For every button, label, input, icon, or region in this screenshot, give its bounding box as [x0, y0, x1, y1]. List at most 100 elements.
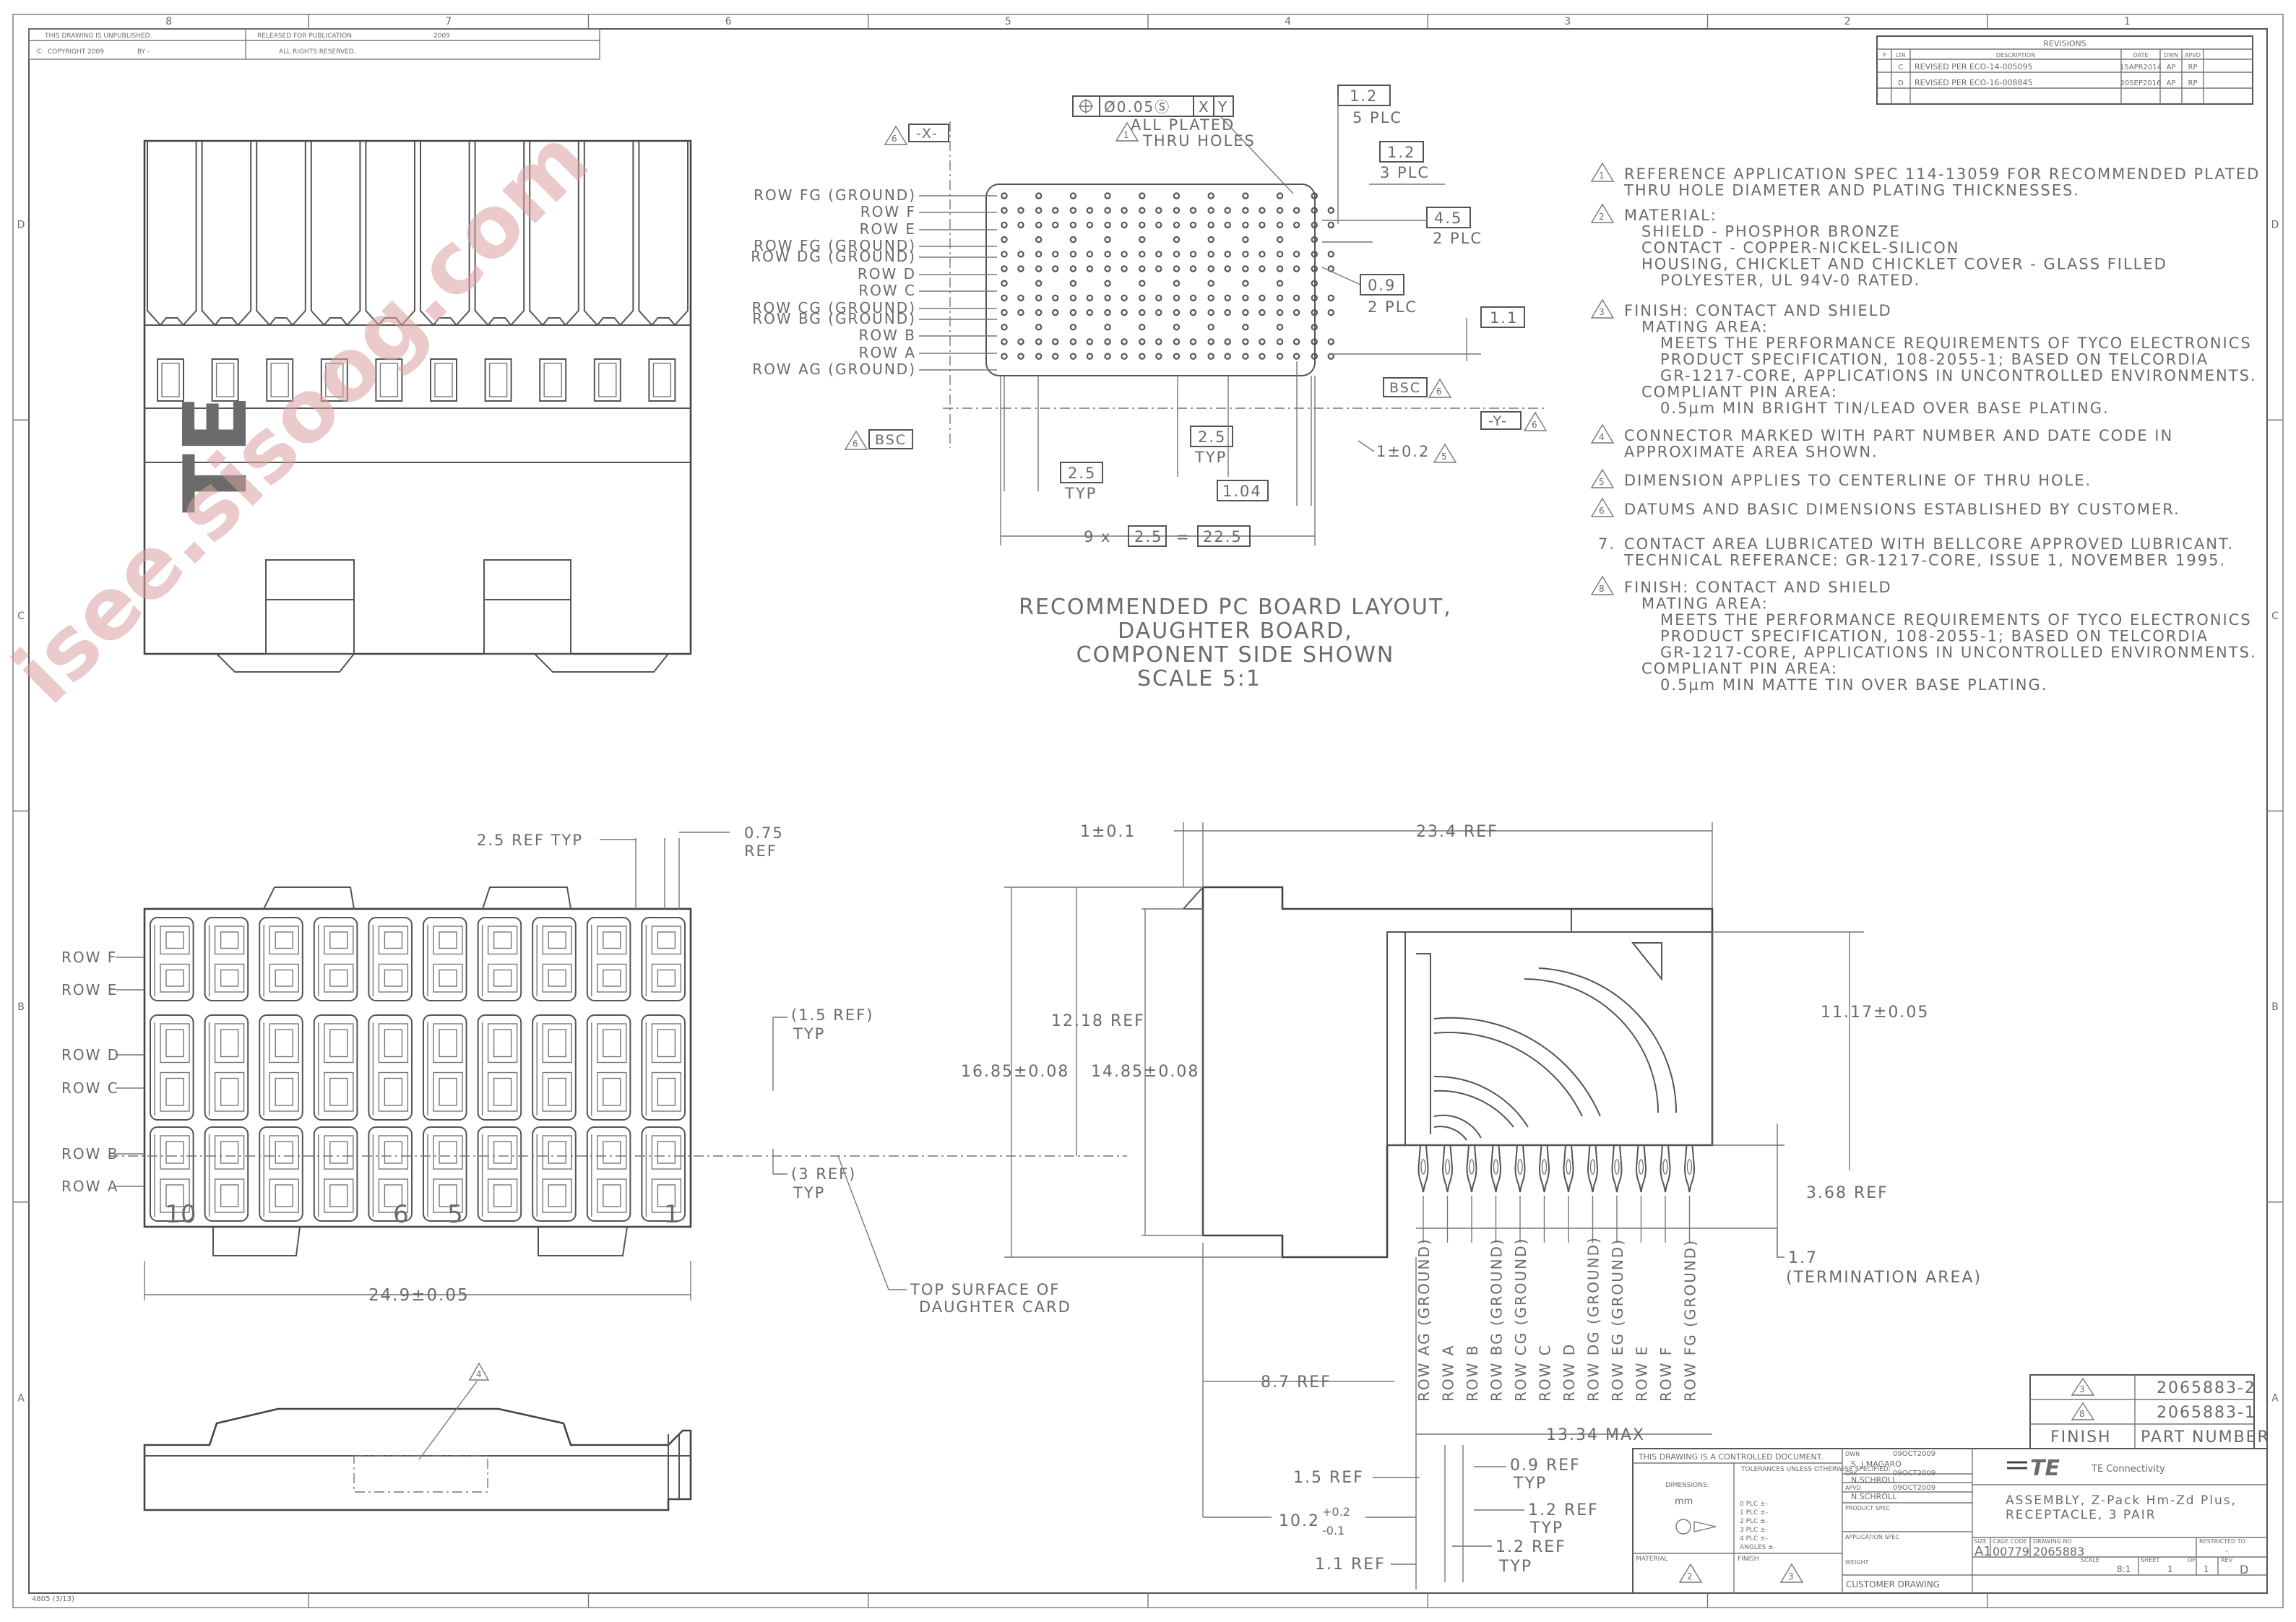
tolerance-item: 4 PLC ±-: [1740, 1535, 1768, 1543]
front-col-label: 6: [393, 1200, 409, 1229]
apvd-label: APVD: [1845, 1485, 1861, 1491]
layout-caption-1: RECOMMENDED PC BOARD LAYOUT,: [1019, 595, 1452, 620]
zone-col-top: 2: [1844, 16, 1851, 27]
dim-pitch-count: 9 x: [1084, 528, 1111, 545]
dim-14-85: 14.85±0.08: [1091, 1063, 1199, 1081]
te-logo: TE: [2007, 1456, 2060, 1481]
dim-1-5-ref: (1.5 REF): [791, 1006, 873, 1024]
revision-cell: D: [1898, 79, 1904, 87]
chk-date: 09OCT2009: [1893, 1470, 1935, 1478]
note-line: 0.5µm MIN MATTE TIN OVER BASE PLATING.: [1660, 676, 2047, 694]
revision-header: DWN: [2164, 52, 2178, 59]
revision-letter: D: [2240, 1563, 2248, 1576]
layout-row-label: ROW F: [860, 203, 916, 220]
te-logo-text: TE: [2030, 1456, 2060, 1481]
pin-row-label: ROW C: [1537, 1344, 1554, 1402]
layout-row-label: ROW BG (GROUND): [752, 310, 916, 327]
dim-2-5-b-typ: TYP: [1194, 449, 1227, 466]
layout-caption-4: SCALE 5:1: [1137, 666, 1261, 691]
te-logo-molded: TE: [166, 394, 267, 513]
cage-label: CAGE CODE: [1993, 1538, 2027, 1545]
pin-row-label: ROW E: [1633, 1345, 1651, 1402]
termination-area: (TERMINATION AREA): [1786, 1269, 1982, 1287]
chk-label: CHK: [1845, 1470, 1858, 1477]
note-line: SHIELD - PHOSPHOR BRONZE: [1641, 223, 1901, 241]
svg-text:6: 6: [853, 439, 858, 449]
top-view: 4: [143, 1362, 692, 1511]
layout-row-label: ROW A: [859, 344, 916, 361]
rights-note: ALL RIGHTS RESERVED.: [279, 48, 356, 56]
pin-row-label: ROW B: [1464, 1345, 1481, 1402]
revision-cell: AP: [2167, 79, 2176, 87]
scale-value: 8:1: [2117, 1564, 2131, 1574]
note-line: APPROXIMATE AREA SHOWN.: [1624, 444, 1878, 461]
layout-dims-right: 1.2 5 PLC 1.2 3 PLC 4.5 2 PLC 0.9 2 PLC …: [1321, 85, 1525, 463]
material-label: MATERIAL: [1636, 1556, 1668, 1563]
note-line: HOUSING, CHICKLET AND CHICKLET COVER - G…: [1641, 256, 2167, 273]
pin-row-label: ROW D: [1561, 1343, 1578, 1402]
dim-0-75: 0.75: [744, 824, 784, 842]
sheet-label: SHEET: [2141, 1557, 2159, 1563]
dwn-label: DWN: [1845, 1451, 1860, 1457]
copyright-by: BY -: [137, 48, 150, 56]
released-year: 2009: [433, 33, 450, 40]
part-number: 2065883-2: [2157, 1379, 2256, 1397]
zone-col-top: 8: [165, 16, 172, 27]
note-line: DATUMS AND BASIC DIMENSIONS ESTABLISHED …: [1624, 501, 2180, 518]
units: mm: [1675, 1496, 1693, 1507]
controlled-note: THIS DRAWING IS A CONTROLLED DOCUMENT.: [1638, 1452, 1824, 1462]
note-flag-1: 1: [1123, 130, 1129, 140]
dim-13-34-max: 13.34 MAX: [1546, 1426, 1645, 1444]
dim-1-2-3plc: 1.2: [1387, 144, 1415, 161]
tolerance-item: 0 PLC ±-: [1740, 1501, 1768, 1508]
layout-caption: RECOMMENDED PC BOARD LAYOUT, DAUGHTER BO…: [1019, 595, 1452, 691]
zone-col-top: 1: [2124, 16, 2131, 27]
revision-cell: REVISED PER ECO-14-005095: [1915, 62, 2033, 72]
dim-1-04: 1.04: [1222, 483, 1262, 500]
compliant-pins: [1417, 1144, 1695, 1243]
note-number: 7.: [1598, 535, 1615, 553]
dim-1-1-ref: 1.1 REF: [1315, 1556, 1386, 1574]
revision-header: LTR: [1896, 52, 1906, 59]
application-spec-label: APPLICATION SPEC: [1845, 1534, 1899, 1540]
revision-cell: AP: [2167, 64, 2176, 72]
layout-row-label: ROW C: [858, 282, 916, 299]
drawing-no-label: DRAWING NO: [2033, 1538, 2072, 1545]
dim-2-5-a-typ: TYP: [1064, 485, 1097, 502]
svg-text:5: 5: [1441, 452, 1447, 462]
revision-header: P: [1883, 52, 1886, 59]
layout-row-label: ROW E: [860, 220, 916, 238]
dim-2-5-b: 2.5: [1198, 428, 1226, 446]
revision-cell: REVISED PER ECO-16-008845: [1915, 78, 2033, 87]
pin-row-label: ROW A: [1440, 1345, 1457, 1402]
note-line: CONNECTOR MARKED WITH PART NUMBER AND DA…: [1624, 427, 2173, 444]
bsc-box-left: 6 BSC: [844, 429, 913, 450]
front-row-label: ROW A: [61, 1178, 118, 1195]
note-number: 8: [1599, 584, 1605, 594]
surface-note-1: TOP SURFACE OF: [910, 1281, 1060, 1298]
revision-cell: RP: [2188, 64, 2198, 72]
copyright-note: Ⓒ: [36, 48, 43, 56]
dim-0-9-ref: 0.9 REF: [1510, 1457, 1581, 1475]
svg-text:6: 6: [1532, 420, 1537, 430]
pin-row-label: ROW DG (GROUND): [1585, 1236, 1602, 1402]
note-line: THRU HOLE DIAMETER AND PLATING THICKNESS…: [1623, 182, 2080, 199]
layout-row-label: ROW FG (GROUND): [754, 186, 916, 204]
note-line: MATING AREA:: [1641, 595, 1769, 613]
dim-2-5-a: 2.5: [1068, 465, 1096, 482]
note-line: COMPLIANT PIN AREA:: [1641, 660, 1838, 678]
dimensions-label: DIMENSIONS:: [1665, 1482, 1709, 1489]
contact-cavities: [150, 917, 686, 1222]
dim-1-2-5plc: 1.2: [1350, 87, 1378, 105]
product-spec-label: PRODUCT SPEC: [1845, 1505, 1891, 1511]
pin-row-label: ROW F: [1657, 1346, 1675, 1402]
released-label: RELEASED FOR PUBLICATION: [257, 33, 352, 40]
revision-cell: 15APR2014: [2120, 64, 2162, 72]
note-line: MEETS THE PERFORMANCE REQUIREMENTS OF TY…: [1660, 335, 2252, 352]
note-line: 0.5µm MIN BRIGHT TIN/LEAD OVER BASE PLAT…: [1660, 400, 2110, 417]
surface-note-2: DAUGHTER CARD: [919, 1298, 1071, 1316]
fcf-tolerance: Ø0.05Ⓢ: [1104, 98, 1170, 116]
dim-pitch: 2.5: [1134, 528, 1162, 545]
